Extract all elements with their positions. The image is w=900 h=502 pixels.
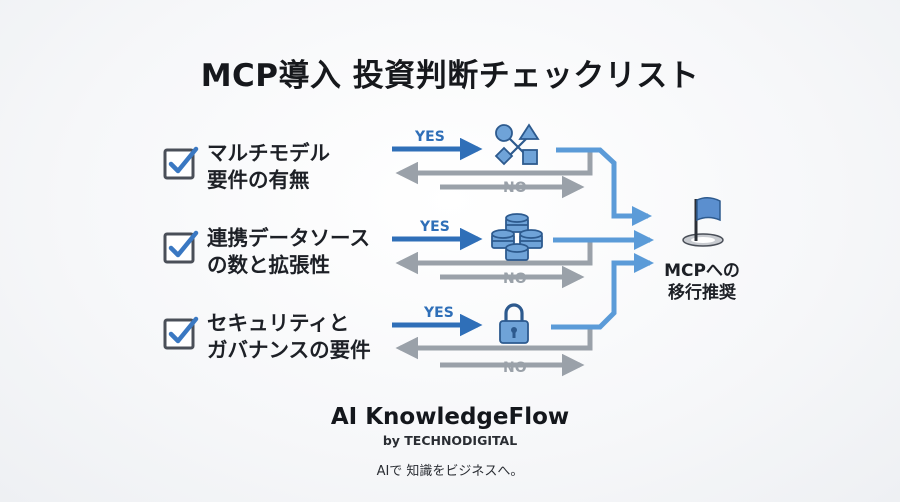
row-2-flow: YES NO [392,219,654,289]
checkbox-icon [163,316,199,350]
brand-byline: by TECHNODIGITAL [382,433,518,448]
criterion-label-line1: 連携データソース [207,226,370,250]
flag-icon [682,197,724,247]
criterion-multimodel: マルチモデル 要件の有無 [207,140,330,194]
brand-tagline: AIで 知識をビジネスへ。 [376,464,524,479]
criterion-datasources: 連携データソース の数と拡張性 [207,225,370,279]
yes-connector [551,253,654,330]
criterion-label-line2: の数と拡張性 [207,253,330,277]
criterion-label-line2: ガバナンスの要件 [207,338,371,362]
padlock-icon [499,303,529,344]
target-label: MCPへの 移行推奨 [654,260,750,304]
checkbox-icon [163,230,199,264]
criterion-security: セキュリティと ガバナンスの要件 [207,310,371,364]
row-3-flow: YES NO [392,253,654,377]
yes-label: YES [414,129,445,145]
criterion-label-line2: 要件の有無 [207,168,310,192]
criterion-label-line1: マルチモデル [207,141,330,165]
target-label-line1: MCPへの [664,261,740,281]
yes-label: YES [419,219,450,235]
target-label-line2: 移行推奨 [668,283,736,303]
no-return-arrow [395,150,593,185]
yes-connector [556,147,652,226]
checkbox-icon [163,146,199,180]
criterion-label-line1: セキュリティと [207,311,350,335]
page-title: MCP導入 投資判断チェックリスト [200,58,700,94]
no-return-arrow [395,327,593,360]
database-stack-icon [491,213,543,261]
brand-name: AI KnowledgeFlow [330,404,570,430]
no-return-arrow [395,240,593,275]
yes-label: YES [423,305,454,321]
no-label: NO [503,360,527,376]
row-1-flow: YES NO [392,129,652,226]
shapes-network-icon [494,123,540,166]
